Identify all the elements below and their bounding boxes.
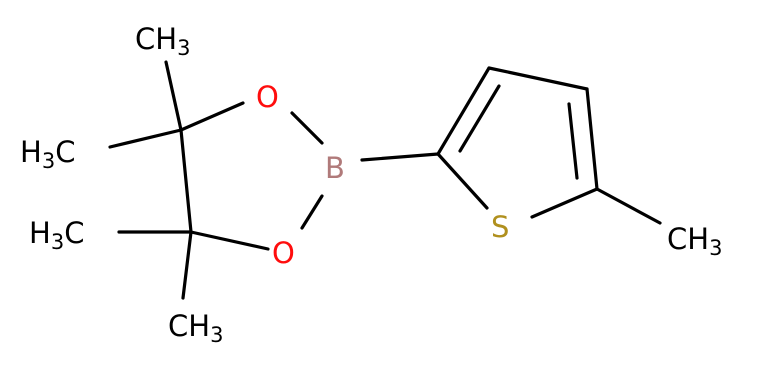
bond-o2-c2: [189, 230, 270, 251]
bond-c3-c4-thio: [487, 66, 589, 91]
h3c-upper-sub: 3: [42, 149, 55, 173]
ch3-bottom-main: CH: [168, 309, 210, 343]
bonds: [108, 60, 662, 300]
h3c-lower-pre: H: [29, 216, 51, 250]
bond-c4-c5-thio: [585, 87, 599, 191]
ch3-bottom-sub: 3: [210, 323, 223, 347]
h3c-upper-pre: H: [20, 135, 42, 169]
bond-c4-c5-thio-inner: [567, 102, 579, 180]
sulfur-label: S: [491, 210, 509, 244]
oxygen-upper-label: O: [256, 80, 279, 114]
ch3-right-sub: 3: [709, 236, 722, 260]
bond-c1-h3c-upper: [108, 128, 183, 149]
h3c-lower-main: C: [64, 216, 84, 250]
bond-c2-c3-thio: [436, 66, 491, 156]
bond-c5-s: [530, 187, 599, 219]
h3c-lower-label: H3C: [29, 216, 84, 254]
boron-label: B: [325, 151, 345, 185]
bond-b-o2: [300, 194, 324, 230]
bond-s-c2-thio: [436, 152, 489, 210]
bond-o1-b: [290, 111, 324, 145]
bond-b-c2thio: [360, 152, 440, 162]
ch3-right-main: CH: [667, 222, 709, 256]
ch3-top-label: CH3: [135, 22, 190, 60]
bond-c1-c2: [179, 128, 193, 234]
h3c-upper-label: H3C: [20, 135, 75, 173]
ch3-right-label: CH3: [667, 222, 722, 260]
h3c-lower-sub: 3: [51, 230, 64, 254]
atom-labels: CH3 H3C H3C CH3 CH3 O O B S: [20, 22, 722, 347]
bond-c1-ch3-top: [164, 60, 183, 132]
bond-c5-ch3: [595, 187, 662, 225]
oxygen-lower-label: O: [272, 236, 295, 270]
bond-c2-c3-thio-inner: [458, 84, 501, 153]
h3c-upper-main: C: [55, 135, 75, 169]
bond-c2-ch3-bottom: [181, 230, 193, 300]
ch3-top-sub: 3: [177, 36, 190, 60]
ch3-top-main: CH: [135, 22, 177, 56]
ch3-bottom-label: CH3: [168, 309, 223, 347]
bond-c1-o1: [179, 101, 245, 132]
